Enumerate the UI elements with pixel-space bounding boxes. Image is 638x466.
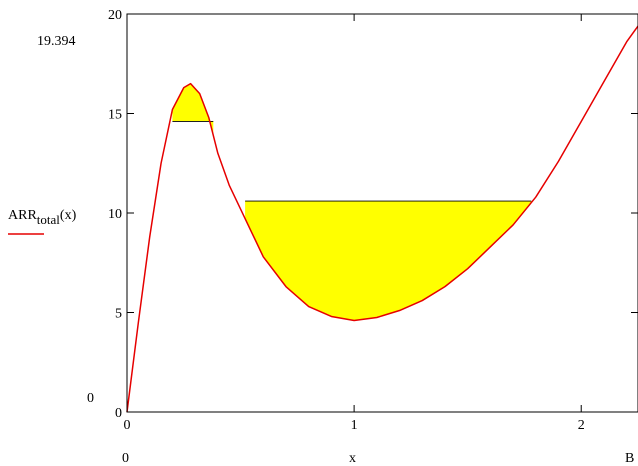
legend: ARRtotal(x) — [8, 208, 77, 235]
y-bottom-label: 0 — [87, 391, 94, 406]
x-tick-label: 0 — [124, 418, 131, 433]
curve-layer — [126, 25, 638, 413]
y-tick-label: 20 — [108, 8, 122, 23]
legend-args: (x) — [60, 208, 77, 223]
x-tick-label: 1 — [351, 418, 358, 433]
y-tick-label: 5 — [115, 307, 122, 322]
legend-main: ARR — [8, 208, 37, 223]
x-tick-label: 2 — [578, 418, 585, 433]
y-tick-label: 15 — [108, 108, 122, 123]
legend-label: ARRtotal(x) — [8, 208, 77, 227]
legend-sub: total — [37, 212, 60, 227]
tick-layer: 0 5 10 15 20 0 1 2 — [108, 8, 638, 433]
y-tick-label: 0 — [115, 406, 122, 421]
x-axis-title: x — [349, 451, 356, 466]
y-tick-label: 10 — [108, 207, 122, 222]
fill-layer — [172, 83, 532, 321]
y-top-label: 19.394 — [37, 34, 76, 49]
x-left-label: 0 — [122, 451, 129, 466]
shaded-region-1 — [172, 83, 214, 136]
shaded-region-2 — [245, 201, 532, 321]
series-line — [126, 25, 638, 413]
x-right-label: B — [625, 451, 634, 466]
